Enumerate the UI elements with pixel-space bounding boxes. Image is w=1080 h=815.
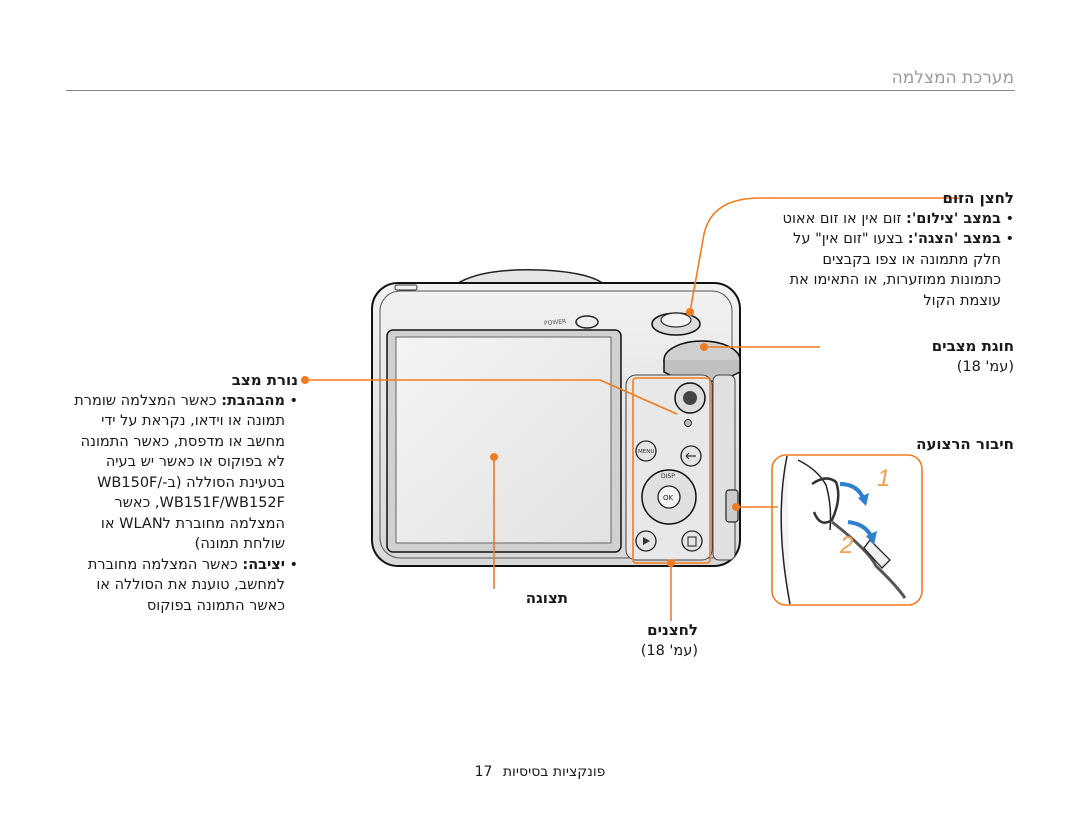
mode-dial-ref: (עמ' 18): [956, 358, 1014, 375]
strap-block: חיבור הרצועה: [814, 434, 1014, 455]
strap-step-1: 1: [877, 465, 890, 492]
status-lamp-title: נורת מצב: [231, 371, 298, 389]
zoom-callout-line: [689, 197, 962, 313]
status-lamp-block: נורת מצב מהבהבת: כאשר המצלמה שומרת תמונה…: [66, 370, 298, 616]
power-label: POWER: [544, 318, 567, 327]
strap-title: חיבור הרצועה: [916, 435, 1014, 453]
strap-step-2: 2: [839, 532, 853, 559]
page-footer: פונקציות בסיסיות 17: [0, 764, 1080, 780]
mode-dial-block: חוגת מצבים (עמ' 18): [814, 336, 1014, 377]
status-steady-item: יציבה: כאשר המצלמה מחוברת למחשב, טוענת א…: [66, 555, 298, 617]
lens-barrel: [452, 269, 608, 286]
menu-label: MENU: [638, 449, 654, 455]
footer-text: פונקציות בסיסיות: [502, 764, 606, 780]
header-divider: [66, 90, 1015, 91]
strap-inset-frame: [771, 454, 923, 606]
zoom-capture-item: במצב 'צילום': זום אין או זום אאוט: [774, 209, 1014, 230]
page-number: 17: [474, 764, 493, 780]
buttons-ref: (עמ' 18): [640, 642, 698, 659]
ok-label: OK: [663, 494, 674, 502]
status-blinking-item: מהבהבת: כאשר המצלמה שומרת תמונה או וידאו…: [66, 391, 298, 555]
screen-title: תצוגה: [525, 589, 568, 607]
status-lamp: [684, 419, 692, 427]
delete-button: [681, 530, 703, 552]
zoom-button-block: לחצן הזום במצב 'צילום': זום אין או זום א…: [774, 188, 1014, 311]
zoom-play-item: במצב 'הצגה': בצעו "זום אין" על חלק מתמונ…: [774, 229, 1014, 311]
buttons-title: לחצנים: [647, 621, 698, 639]
status-lamp-callout-line: [305, 379, 678, 415]
screen-block: תצוגה: [420, 588, 568, 609]
zoom-button-title: לחצן הזום: [942, 189, 1014, 207]
menu-button: [635, 440, 657, 462]
page-header: מערכת המצלמה: [891, 68, 1014, 88]
disp-label: DISP: [661, 473, 675, 480]
buttons-block: לחצנים (עמ' 18): [598, 620, 698, 661]
ok-button: [657, 485, 681, 509]
mode-dial-title: חוגת מצבים: [931, 337, 1014, 355]
power-button: [575, 315, 599, 329]
